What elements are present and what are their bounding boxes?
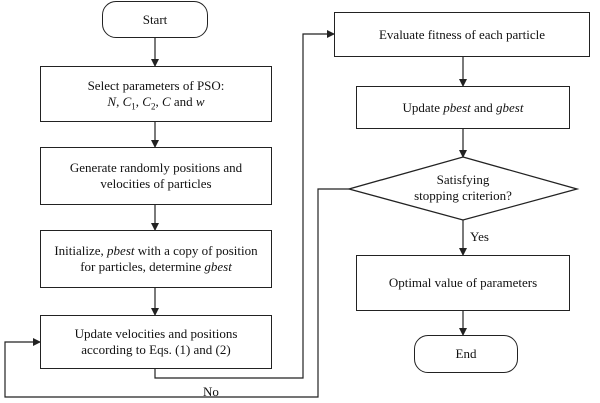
generate-node: Generate randomly positions and velociti… bbox=[40, 147, 272, 205]
update-velocities-node: Update velocities and positions accordin… bbox=[40, 315, 272, 369]
update-best-mid: and bbox=[470, 99, 497, 115]
end-node: End bbox=[414, 335, 518, 373]
optimal-value-node: Optimal value of parameters bbox=[356, 255, 570, 311]
evaluate-fitness-label: Evaluate fitness of each particle bbox=[378, 26, 546, 42]
param-c1-sub: 1 bbox=[131, 101, 136, 112]
initialize-pre: Initialize, bbox=[54, 243, 108, 258]
initialize-gbest: gbest bbox=[204, 259, 232, 274]
yes-label: Yes bbox=[470, 229, 489, 244]
select-parameters-line2: N, C1, C2, C and w bbox=[107, 94, 205, 112]
update-best-gbest: gbest bbox=[496, 99, 524, 115]
decision-label: Satisfying stopping criterion? bbox=[383, 172, 543, 204]
evaluate-fitness-node: Evaluate fitness of each particle bbox=[334, 12, 590, 57]
initialize-line2-pre: for particles, determine bbox=[80, 259, 205, 274]
update-best-label: Update pbest and gbest bbox=[403, 100, 524, 116]
param-w: w bbox=[195, 94, 205, 109]
arrow-update-to-evaluate bbox=[154, 30, 335, 379]
decision-line2: stopping criterion? bbox=[414, 188, 512, 203]
decision-diamond bbox=[346, 156, 580, 221]
start-label: Start bbox=[142, 11, 168, 27]
start-node: Start bbox=[102, 1, 208, 38]
initialize-line2: for particles, determine gbest bbox=[80, 259, 232, 275]
update-velocities-line1: Update velocities and positions bbox=[74, 326, 238, 341]
initialize-line1: Initialize, pbest with a copy of positio… bbox=[54, 243, 257, 259]
generate-line2: velocities of particles bbox=[100, 176, 212, 191]
decision-line1: Satisfying bbox=[436, 172, 490, 187]
end-label: End bbox=[455, 346, 477, 361]
update-best-pre: Update bbox=[402, 99, 444, 115]
update-best-node: Update pbest and gbest bbox=[356, 86, 570, 129]
generate-line1: Generate randomly positions and bbox=[69, 160, 243, 175]
update-velocities-line2: according to Eqs. (1) and (2) bbox=[81, 342, 231, 357]
initialize-pbest: pbest bbox=[107, 243, 135, 258]
param-c: C bbox=[161, 94, 171, 109]
param-c2: C bbox=[142, 94, 151, 109]
select-parameters-line1: Select parameters of PSO: bbox=[87, 78, 225, 93]
no-label: No bbox=[203, 384, 219, 399]
param-c2-sub: 2 bbox=[150, 101, 156, 112]
optimal-value-label: Optimal value of parameters bbox=[388, 275, 538, 290]
update-best-pbest: pbest bbox=[443, 99, 471, 115]
param-and: and bbox=[173, 94, 193, 109]
param-c1: C bbox=[122, 94, 132, 109]
param-n: N bbox=[107, 94, 117, 109]
arrow-decision-no-loop bbox=[4, 188, 349, 398]
initialize-node: Initialize, pbest with a copy of positio… bbox=[40, 230, 272, 288]
initialize-post: with a copy of position bbox=[134, 243, 258, 258]
select-parameters-node: Select parameters of PSO: N, C1, C2, C a… bbox=[40, 66, 272, 122]
